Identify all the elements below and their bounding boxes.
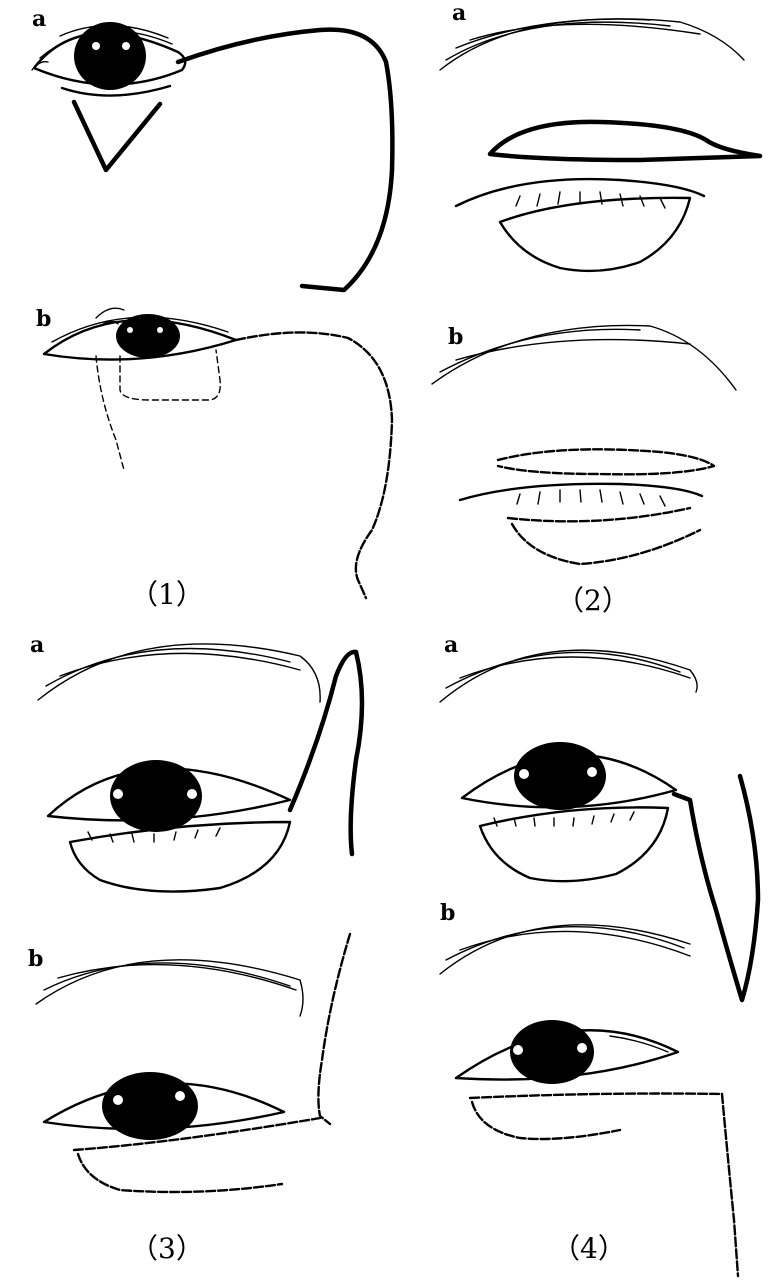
panel-3a-eye <box>46 760 292 843</box>
panel-3a-temporal-flap <box>287 649 365 857</box>
panel-4b-lid-suture <box>468 1092 724 1141</box>
panel-2a-upper-lid-flap <box>487 119 763 163</box>
panel-4-label-b: b <box>440 900 455 926</box>
panel-2a-lower-defect <box>498 196 692 273</box>
panel-3a-eyebrow <box>37 643 321 703</box>
panel-2-label-b: b <box>448 324 463 350</box>
panel-3b-eye <box>42 1072 286 1140</box>
panel-3: a b （3） <box>28 632 365 1265</box>
panel-4a-forehead-flap <box>671 773 761 1003</box>
panel-2b-eyebrow <box>431 324 737 391</box>
panel-1-caption: （1） <box>130 578 204 611</box>
panel-4b-vertical-suture <box>720 1092 740 1278</box>
panel-3b-temporal-suture <box>317 932 352 1126</box>
panel-1b-lateral-dash <box>95 355 125 471</box>
panel-4a-eye <box>460 742 678 827</box>
panel-3b-lid-suture <box>72 1116 322 1194</box>
panel-2b-upper-suture <box>496 448 716 476</box>
panel-1: a b （1） <box>31 6 395 611</box>
panel-2-label-a: a <box>452 0 466 26</box>
panel-1b-eye <box>42 307 238 361</box>
panel-2a-eyebrow <box>439 18 745 71</box>
panel-4-label-a: a <box>444 632 458 658</box>
panel-2: a b （2） <box>431 0 763 617</box>
panel-1-label-b: b <box>36 306 51 332</box>
panel-3-label-a: a <box>30 632 44 658</box>
panel-4b-eye <box>454 1020 680 1084</box>
panel-3a-lower-defect <box>68 820 292 893</box>
panel-4a-lower-defect <box>478 806 670 883</box>
panel-1a-eye <box>31 22 187 97</box>
panel-1b-suture-line <box>234 331 394 600</box>
panel-1a-cheek-flap <box>175 27 395 293</box>
panel-2b-lower-suture <box>506 506 702 566</box>
panel-1a-triangle-incision <box>71 99 163 173</box>
panel-4-caption: （4） <box>552 1232 626 1265</box>
panel-4: a b （4） <box>439 632 761 1278</box>
panel-1b-graft-outline <box>119 349 221 401</box>
panel-3-caption: （3） <box>130 1232 204 1265</box>
panel-1-label-a: a <box>32 6 46 32</box>
panel-2-caption: （2） <box>556 584 630 617</box>
panel-3b-eyebrow <box>35 959 304 1017</box>
panel-4a-eyebrow <box>439 649 698 703</box>
panel-3-label-b: b <box>28 946 43 972</box>
panel-2b-closed-eye <box>458 482 704 507</box>
panel-4b-eyebrow <box>439 924 691 975</box>
